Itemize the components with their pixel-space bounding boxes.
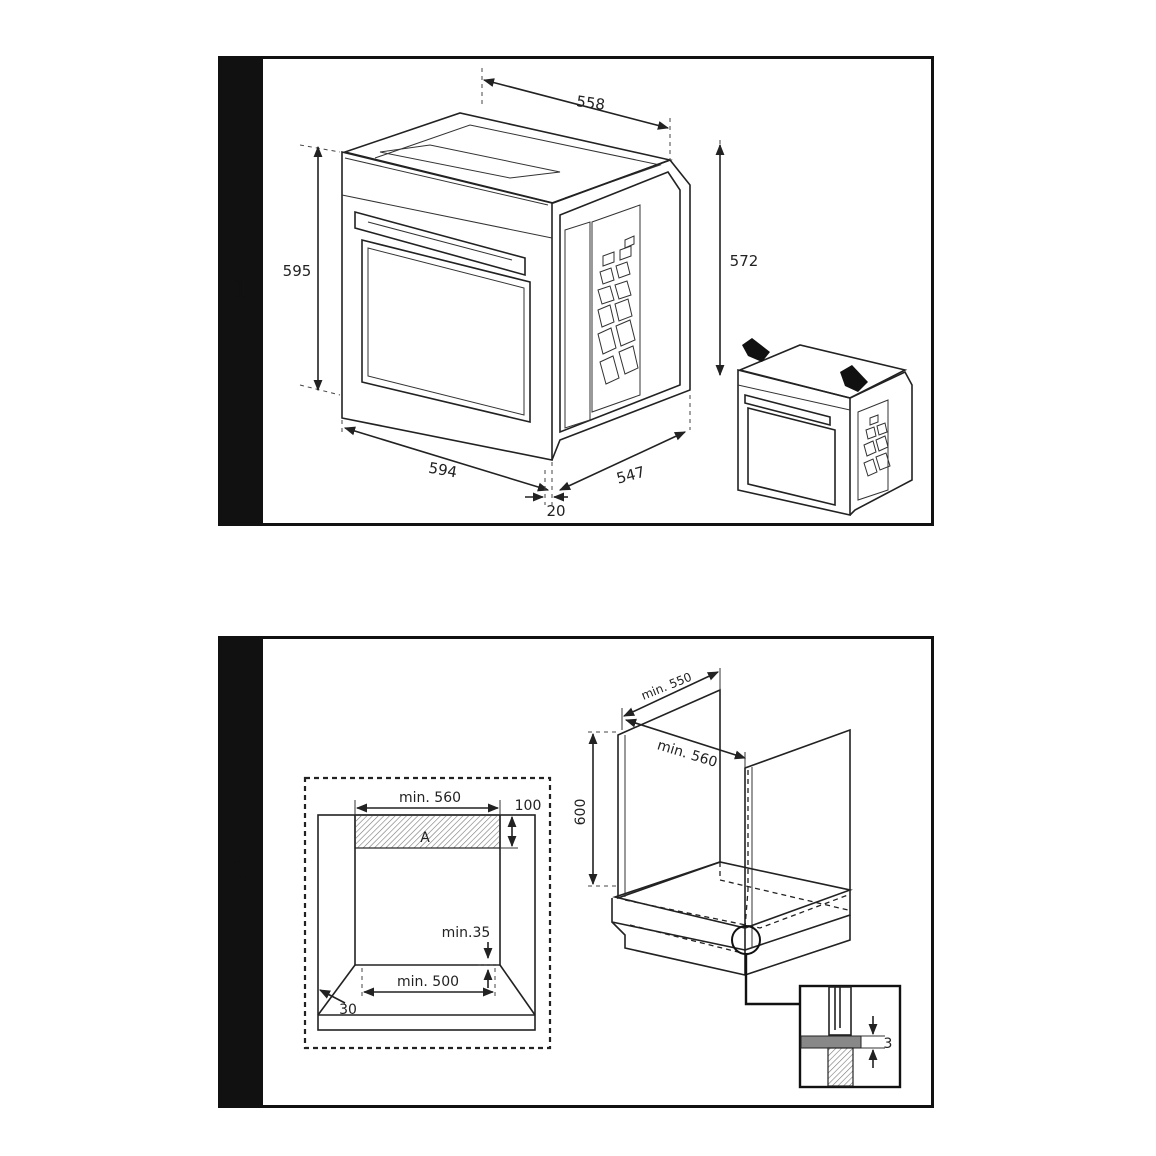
oven-dimensions bbox=[299, 68, 725, 505]
dim-width-top: 558 bbox=[575, 92, 606, 114]
oven-drawing bbox=[341, 112, 691, 461]
panel-2-number: 2 bbox=[231, 856, 249, 886]
panel-1-tab bbox=[221, 59, 263, 523]
cabinet-width: min. 560 bbox=[655, 737, 719, 770]
dim-height-side: 572 bbox=[730, 252, 759, 270]
cabinet-perspective bbox=[588, 668, 853, 1006]
small-oven-drawing bbox=[737, 338, 913, 516]
front-top-width: min. 560 bbox=[399, 790, 461, 806]
dim-depth: 547 bbox=[615, 463, 647, 488]
dim-door: 20 bbox=[546, 502, 565, 520]
front-gap: min.35 bbox=[442, 925, 491, 941]
dim-width-front: 594 bbox=[427, 459, 458, 482]
detail-inset bbox=[798, 984, 902, 1089]
niche-front-schematic bbox=[303, 776, 552, 1050]
panel-2-tab bbox=[221, 639, 263, 1105]
front-top-height: 100 bbox=[515, 798, 542, 814]
cabinet-height: 600 bbox=[573, 799, 589, 826]
front-area-label: A bbox=[420, 830, 430, 846]
front-bottom-width: min. 500 bbox=[397, 974, 459, 990]
dim-height-front: 595 bbox=[283, 262, 312, 280]
panel-1-number: 1 bbox=[231, 276, 249, 306]
detail-dim: 3 bbox=[884, 1036, 893, 1052]
front-side: 30 bbox=[339, 1002, 357, 1018]
